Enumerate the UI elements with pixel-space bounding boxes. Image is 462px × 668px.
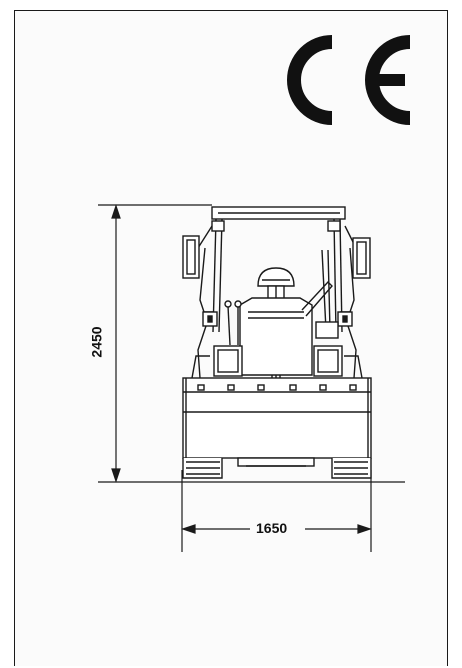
width-arrow-right (357, 524, 372, 534)
dimension-lines (98, 204, 405, 552)
height-arrow-top (111, 204, 121, 219)
body-bolts (197, 384, 357, 391)
mirror-arm-left (197, 225, 213, 249)
width-dimension-label: 1650 (252, 521, 292, 535)
center-console (239, 297, 313, 376)
page-frame (14, 10, 448, 666)
ce-mark-c (287, 35, 333, 125)
ce-mark-icon (287, 35, 411, 125)
mirror-left (182, 235, 200, 279)
light-left (211, 220, 225, 232)
control-box-right (315, 321, 339, 339)
fender-right (344, 355, 363, 379)
fender-left (191, 355, 210, 379)
axle (237, 457, 315, 467)
machine-outline (182, 206, 372, 479)
width-arrow-left (181, 524, 196, 534)
side-frame-left (199, 247, 214, 313)
lever-1 (227, 305, 231, 346)
height-arrow-bottom (111, 468, 121, 483)
light-right (327, 220, 341, 232)
seat-back (257, 267, 295, 287)
main-body (182, 377, 372, 459)
height-dimension-label: 2450 (89, 323, 105, 361)
lever-right (301, 280, 333, 317)
mirror-right (352, 237, 371, 279)
